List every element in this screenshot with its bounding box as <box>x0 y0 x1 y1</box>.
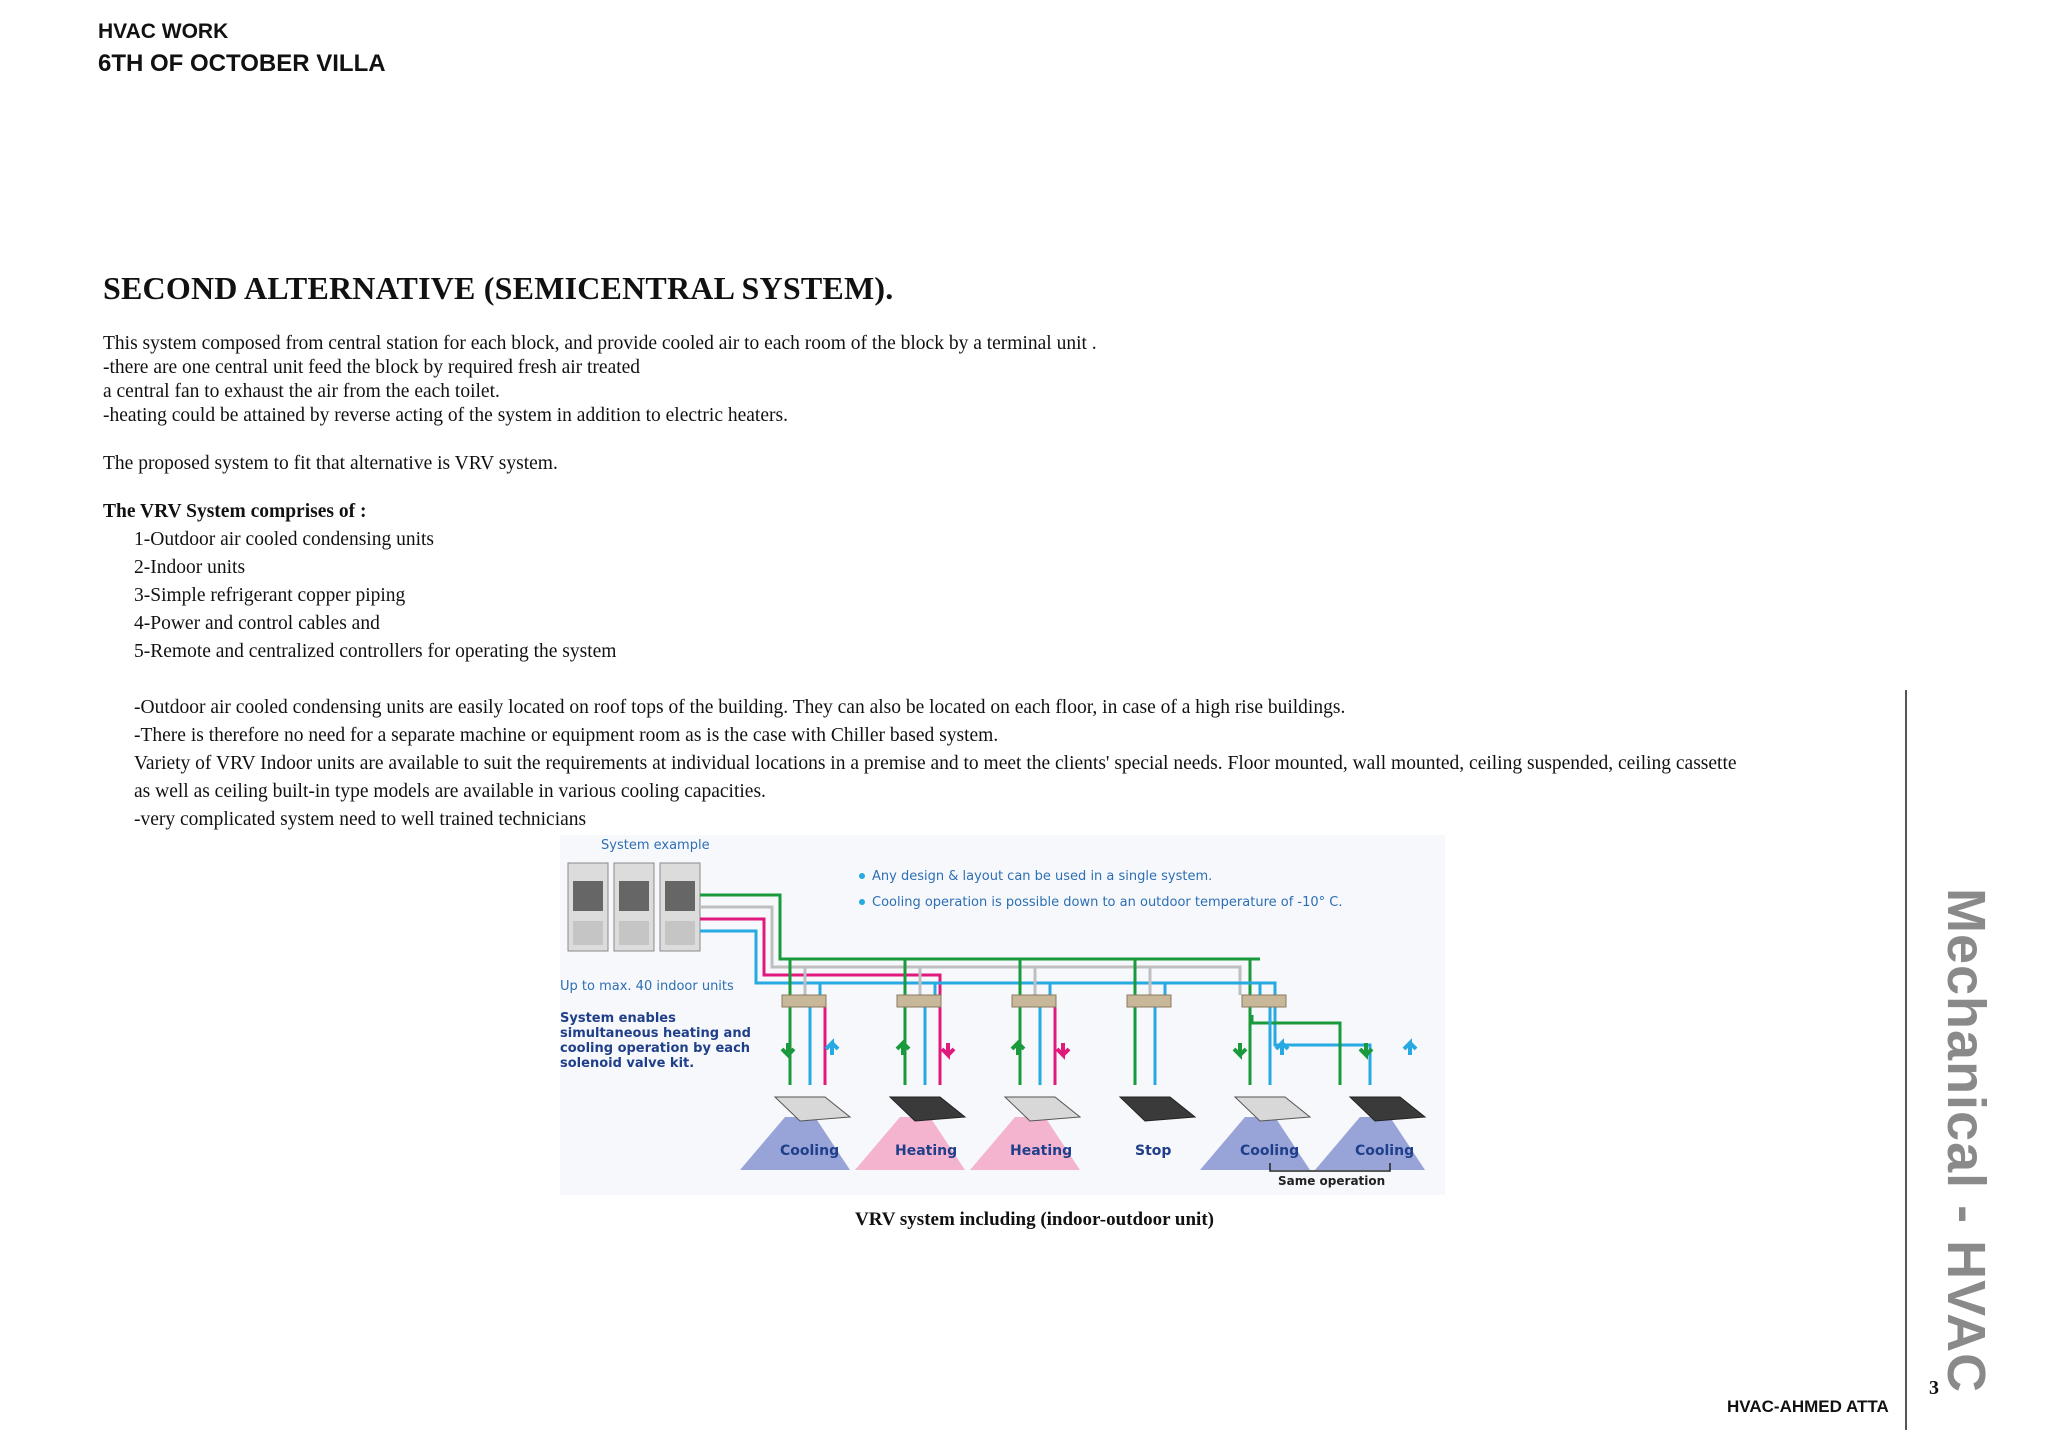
arrow-down-icon <box>1232 1043 1248 1060</box>
arrow-down-icon <box>1055 1043 1071 1060</box>
comprises-item: 2-Indoor units <box>134 557 246 578</box>
intro-line: a central fan to exhaust the air from th… <box>103 381 500 402</box>
diagram-caption: VRV system including (indoor-outdoor uni… <box>855 1209 1214 1230</box>
arrow-up-icon <box>1274 1038 1290 1055</box>
comprises-item: 3-Simple refrigerant copper piping <box>134 585 406 606</box>
indoor-unit: Stop <box>1118 1096 1197 1159</box>
arrow-down-icon <box>780 1043 796 1060</box>
indoor-unit: Cooling <box>740 1096 852 1170</box>
unit-mode-label: Heating <box>895 1143 957 1159</box>
valve-kit <box>1126 994 1172 1008</box>
side-divider <box>1905 690 1907 1430</box>
comprises-item: 4-Power and control cables and <box>134 613 380 634</box>
solenoid-valve-kits <box>781 994 1287 1008</box>
outdoor-unit <box>659 862 701 952</box>
enables-text: simultaneous heating and <box>560 1026 751 1041</box>
diagram-bullet: Cooling operation is possible down to an… <box>872 895 1343 910</box>
header-project-type: HVAC WORK <box>98 20 229 43</box>
enables-text: System enables <box>560 1011 676 1026</box>
unit-mode-label: Cooling <box>1355 1143 1414 1159</box>
vrv-system-diagram: System example <box>560 835 1445 1195</box>
page-number: 3 <box>1929 1377 1939 1399</box>
note-line: -very complicated system need to well tr… <box>134 809 587 830</box>
pipe-blue-branch <box>1260 981 1372 1085</box>
indoor-unit: Cooling <box>1315 1096 1427 1170</box>
note-line: as well as ceiling built-in type models … <box>134 781 766 802</box>
intro-line: -heating could be attained by reverse ac… <box>103 405 788 426</box>
note-line: Variety of VRV Indoor units are availabl… <box>134 753 1737 774</box>
pipe-green-branch <box>1250 957 1342 1085</box>
same-operation-label: Same operation <box>1278 1174 1385 1188</box>
arrow-up-icon <box>1402 1038 1418 1055</box>
indoor-unit: Heating <box>970 1096 1082 1170</box>
indoor-unit: Cooling <box>1200 1096 1312 1170</box>
header-project-name: 6TH OF OCTOBER VILLA <box>98 50 386 77</box>
arrow-down-icon <box>1358 1043 1374 1060</box>
same-operation-bracket <box>1269 1163 1391 1172</box>
valve-kit <box>896 994 942 1008</box>
unit-mode-label: Heating <box>1010 1143 1072 1159</box>
section-title: SECOND ALTERNATIVE (SEMICENTRAL SYSTEM). <box>103 270 894 306</box>
valve-kit <box>1011 994 1057 1008</box>
proposed-system-text: The proposed system to fit that alternat… <box>103 453 558 474</box>
comprises-heading: The VRV System comprises of : <box>103 501 367 522</box>
outdoor-units <box>567 862 701 952</box>
pipe-green <box>700 893 1252 995</box>
valve-kit <box>1241 994 1287 1008</box>
pipe-gray <box>700 905 1242 995</box>
indoor-unit: Heating <box>855 1096 967 1170</box>
diagram-heading: System example <box>601 838 710 853</box>
arrow-up-icon <box>824 1038 840 1055</box>
arrow-up-icon <box>895 1038 911 1055</box>
max-units-label: Up to max. 40 indoor units <box>560 979 734 994</box>
outdoor-unit <box>613 862 655 952</box>
enables-text: cooling operation by each <box>560 1041 750 1056</box>
valve-kit <box>781 994 827 1008</box>
unit-mode-label: Cooling <box>780 1143 839 1159</box>
intro-line: -there are one central unit feed the blo… <box>103 357 641 378</box>
arrow-up-icon <box>1010 1038 1026 1055</box>
side-label: Mechanical - HVAC <box>1936 888 1996 1394</box>
comprises-item: 5-Remote and centralized controllers for… <box>134 641 617 662</box>
enables-text: solenoid valve kit. <box>560 1056 694 1071</box>
outdoor-unit <box>567 862 609 952</box>
flow-arrows <box>780 1038 1418 1060</box>
pipe-blue <box>700 929 1262 995</box>
comprises-item: 1-Outdoor air cooled condensing units <box>134 529 435 550</box>
refrigerant-piping <box>700 893 1372 1085</box>
arrow-down-icon <box>940 1043 956 1060</box>
footer-author: HVAC-AHMED ATTA <box>1727 1397 1889 1416</box>
intro-line: This system composed from central statio… <box>103 333 1097 354</box>
diagram-bullet: Any design & layout can be used in a sin… <box>872 869 1212 884</box>
unit-mode-label: Cooling <box>1240 1143 1299 1159</box>
note-line: -There is therefore no need for a separa… <box>134 725 999 746</box>
note-line: -Outdoor air cooled condensing units are… <box>134 697 1346 718</box>
unit-mode-label: Stop <box>1135 1143 1171 1159</box>
